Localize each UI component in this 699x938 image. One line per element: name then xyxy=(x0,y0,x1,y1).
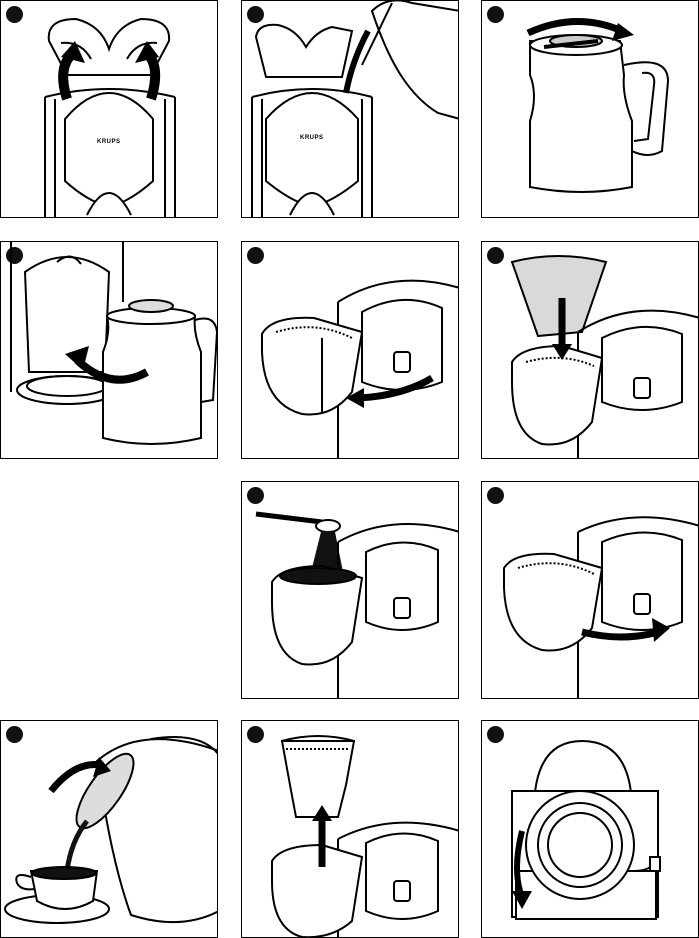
step-panel-carafe-lid xyxy=(481,0,699,218)
step-panel-fill-water: KRUPS xyxy=(241,0,459,218)
step-panel-insert-paper-filter xyxy=(481,241,699,459)
swing-filter-in-icon xyxy=(482,482,699,699)
step-panel-open-lid: KRUPS xyxy=(0,0,218,218)
step-panel-pour-coffee xyxy=(0,720,218,938)
add-ground-coffee-icon xyxy=(242,482,459,699)
step-panel-swing-filter-in xyxy=(481,481,699,699)
carafe-lid-rotate-icon xyxy=(482,1,699,218)
pour-coffee-icon xyxy=(1,721,218,938)
cord-storage-icon xyxy=(482,721,699,938)
swing-filter-out-icon xyxy=(242,242,459,459)
insert-paper-filter-icon xyxy=(482,242,699,459)
remove-filter-holder-icon xyxy=(242,721,459,938)
step-panel-swing-filter-out xyxy=(241,241,459,459)
fill-water-icon: KRUPS xyxy=(242,1,459,218)
step-panel-cord-storage xyxy=(481,720,699,938)
step-panel-add-ground-coffee xyxy=(241,481,459,699)
step-panel-remove-filter-holder xyxy=(241,720,459,938)
brand-label: KRUPS xyxy=(300,135,324,141)
open-lid-icon: KRUPS xyxy=(1,1,218,218)
brand-label: KRUPS xyxy=(97,139,121,145)
step-panel-insert-carafe xyxy=(0,241,218,459)
insert-carafe-icon xyxy=(1,242,218,459)
